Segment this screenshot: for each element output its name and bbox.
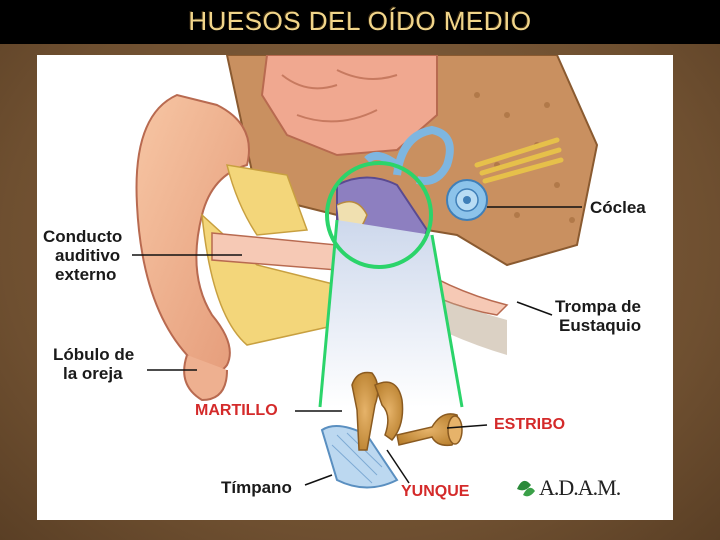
label-lobulo: Lóbulo de la oreja (53, 345, 134, 383)
highlight-circle (325, 161, 433, 269)
label-line: externo (55, 265, 117, 284)
label-line: Trompa de (555, 297, 641, 316)
leader-lines (132, 206, 582, 486)
label-line: auditivo (55, 246, 121, 265)
zoom-funnel (320, 220, 462, 407)
label-conducto-auditivo: Conducto auditivo externo (43, 227, 122, 284)
label-line: Eustaquio (559, 316, 642, 335)
pinna (135, 93, 250, 374)
ear-diagram-panel: Conducto auditivo externo Lóbulo de la o… (37, 55, 673, 520)
label-timpano: Tímpano (221, 478, 292, 497)
adam-logo-mark (517, 480, 535, 497)
eardrum (320, 425, 399, 489)
label-trompa-eustaquio: Trompa de Eustaquio (555, 297, 641, 335)
slide-title: HUESOS DEL OÍDO MEDIO (188, 6, 532, 36)
ear-illustration (132, 55, 599, 497)
label-line: Lóbulo de (53, 345, 135, 364)
label-line: Conducto (43, 227, 123, 246)
label-coclea: Cóclea (590, 198, 646, 217)
earlobe (183, 354, 228, 402)
label-line: la oreja (63, 364, 123, 383)
title-bar (0, 0, 720, 44)
ossicles-zoom (320, 371, 463, 489)
semicircular-canals (393, 125, 454, 185)
label-martillo: MARTILLO (195, 402, 278, 419)
label-yunque: YUNQUE (401, 483, 470, 500)
adam-logo-text: A.D.A.M. (539, 475, 621, 500)
incus (374, 381, 404, 442)
malleus (351, 371, 379, 451)
label-estribo: ESTRIBO (494, 416, 566, 433)
brain-area (260, 55, 438, 157)
